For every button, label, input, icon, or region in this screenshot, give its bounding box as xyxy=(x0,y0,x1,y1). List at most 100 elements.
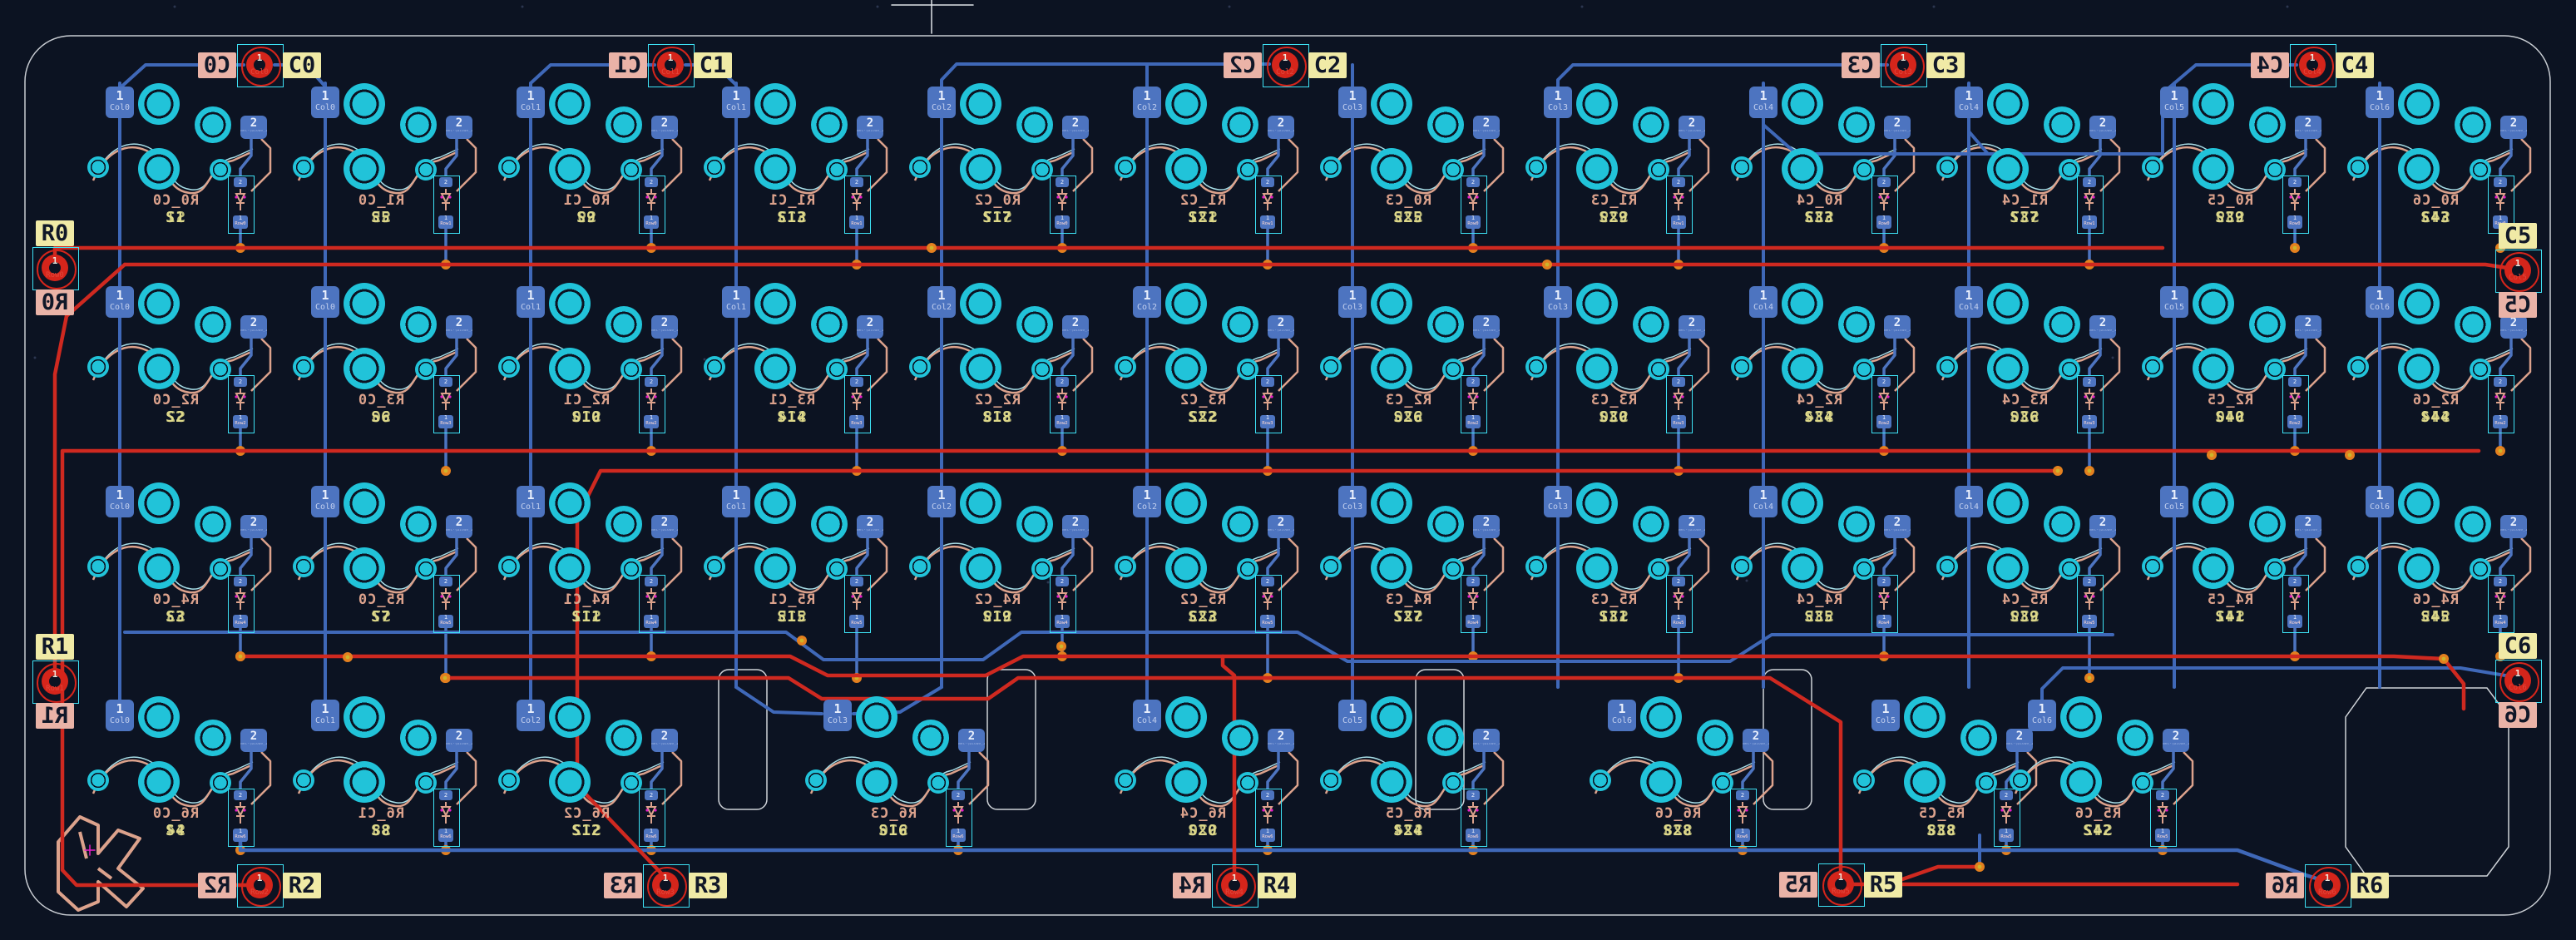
switch-footprint-R5_C4[interactable]: 1 Col4 2 Net-(Diode_1-A) 2 1 Row5 R5_C4 … xyxy=(1919,477,2135,647)
switch-hole[interactable] xyxy=(1838,306,1875,343)
switch-hole[interactable] xyxy=(1222,306,1258,343)
diode-pad-1[interactable]: 1 Row6 xyxy=(1466,829,1481,842)
switch-footprint-R4_C3[interactable]: 1 Col3 2 Net-(Diode_1-A) 2 1 Row4 R4_C3 … xyxy=(1303,477,1519,647)
switch-pad-1[interactable]: 1 Col5 xyxy=(2160,87,2188,118)
switch-hole[interactable] xyxy=(1427,106,1464,143)
switch-footprint-R0_C2[interactable]: 1 Col2 2 Net-(Diode_1-A) 2 1 Row0 R0_C2 … xyxy=(892,77,1108,248)
switch-pad-1[interactable]: 1 Col3 xyxy=(1544,87,1572,118)
switch-hole[interactable] xyxy=(1975,772,1997,794)
diode-pad-2[interactable]: 2 xyxy=(234,790,247,800)
connector-pad[interactable] xyxy=(1216,867,1256,907)
diode-pad-1[interactable]: 1 Row1 xyxy=(1671,215,1686,229)
trace[interactable] xyxy=(1967,63,2298,156)
switch-hole[interactable] xyxy=(1427,306,1464,343)
switch-pad-1[interactable]: 1 Col0 xyxy=(106,486,134,517)
diode-pad-2[interactable]: 2 xyxy=(2288,177,2302,187)
diode-pad-2[interactable]: 2 xyxy=(234,177,247,187)
connector-pad[interactable] xyxy=(2309,867,2349,907)
switch-hole[interactable] xyxy=(1987,348,2029,389)
switch-hole[interactable] xyxy=(2398,547,2440,589)
diode-pad-1[interactable]: 1 Row2 xyxy=(1466,415,1481,428)
trace[interactable] xyxy=(734,685,823,715)
switch-pad-1[interactable]: 1 Col1 xyxy=(517,486,545,517)
switch-hole[interactable] xyxy=(549,348,591,389)
diode-pad-1[interactable]: 1 Row6 xyxy=(951,829,966,842)
switch-hole[interactable] xyxy=(1782,148,1823,190)
switch-pad-2[interactable]: 2 Net-(Diode_1-A) xyxy=(1268,515,1294,538)
connector-pad[interactable] xyxy=(241,47,281,87)
switch-pad-1[interactable]: 1 Col2 xyxy=(517,700,545,731)
switch-hole[interactable] xyxy=(138,482,180,524)
switch-hole[interactable] xyxy=(549,696,591,738)
switch-footprint-R3_C3[interactable]: 1 Col3 2 Net-(Diode_1-A) 2 1 Row3 R3_C3 … xyxy=(1508,277,1724,448)
diode-pad-2[interactable]: 2 xyxy=(2288,377,2302,387)
switch-hole[interactable] xyxy=(210,359,231,380)
switch-hole[interactable] xyxy=(1731,356,1753,378)
switch-hole[interactable] xyxy=(1371,547,1412,589)
switch-hole[interactable] xyxy=(293,556,314,577)
switch-hole[interactable] xyxy=(195,720,231,756)
switch-hole[interactable] xyxy=(2059,159,2080,181)
switch-hole[interactable] xyxy=(2249,306,2286,343)
switch-hole[interactable] xyxy=(2193,283,2234,324)
switch-hole[interactable] xyxy=(1016,306,1053,343)
switch-hole[interactable] xyxy=(2193,482,2234,524)
switch-pad-1[interactable]: 1 Col6 xyxy=(2028,700,2056,731)
diode-pad-2[interactable]: 2 xyxy=(1877,177,1891,187)
switch-hole[interactable] xyxy=(1576,148,1618,190)
diode-pad-2[interactable]: 2 xyxy=(1877,576,1891,586)
switch-hole[interactable] xyxy=(1576,83,1618,125)
switch-hole[interactable] xyxy=(1936,556,1958,577)
switch-hole[interactable] xyxy=(1525,356,1547,378)
switch-footprint-R5_C1[interactable]: 1 Col1 2 Net-(Diode_1-A) 2 1 Row5 R5_C1 … xyxy=(686,477,902,647)
switch-footprint-R2_C1[interactable]: 1 Col1 2 Net-(Diode_1-A) 2 1 Row2 R2_C1 … xyxy=(481,277,697,448)
switch-hole[interactable] xyxy=(2193,348,2234,389)
switch-footprint-R3_C0[interactable]: 1 Col0 2 Net-(Diode_1-A) 2 1 Row3 R3_C0 … xyxy=(275,277,492,448)
diode-pad-2[interactable]: 2 xyxy=(1672,177,1685,187)
switch-hole[interactable] xyxy=(344,348,385,389)
switch-hole[interactable] xyxy=(1371,696,1412,738)
switch-footprint-R1_C4[interactable]: 1 Col4 2 Net-(Diode_1-A) 2 1 Row1 R1_C4 … xyxy=(1919,77,2135,248)
diode-pad-1[interactable]: 1 Row2 xyxy=(2287,415,2302,428)
switch-hole[interactable] xyxy=(2117,720,2153,756)
switch-hole[interactable] xyxy=(1648,359,1669,380)
switch-hole[interactable] xyxy=(1576,283,1618,324)
switch-hole[interactable] xyxy=(2455,306,2491,343)
switch-hole[interactable] xyxy=(1697,720,1733,756)
diode-pad-2[interactable]: 2 xyxy=(1056,177,1069,187)
switch-hole[interactable] xyxy=(1936,156,1958,178)
switch-hole[interactable] xyxy=(606,720,642,756)
diode-pad-2[interactable]: 2 xyxy=(2083,377,2096,387)
switch-hole[interactable] xyxy=(909,556,931,577)
diode-pad-2[interactable]: 2 xyxy=(2494,576,2507,586)
switch-pad-2[interactable]: 2 Net-(Diode_1-A) xyxy=(446,515,472,538)
diode-pad-1[interactable]: 1 Row3 xyxy=(438,415,453,428)
connector-pad[interactable] xyxy=(2499,252,2539,292)
diode-pad-1[interactable]: 1 Row4 xyxy=(2287,615,2302,628)
switch-pad-1[interactable]: 1 Col6 xyxy=(1608,700,1636,731)
switch-pad-1[interactable]: 1 Col4 xyxy=(1133,700,1161,731)
switch-hole[interactable] xyxy=(1853,159,1875,181)
switch-hole[interactable] xyxy=(2455,506,2491,542)
switch-hole[interactable] xyxy=(754,482,796,524)
switch-hole[interactable] xyxy=(1904,696,1946,738)
switch-footprint-R1_C1[interactable]: 1 Col1 2 Net-(Diode_1-A) 2 1 Row1 R1_C1 … xyxy=(686,77,902,248)
switch-footprint-R6_C2[interactable]: 1 Col2 2 Net-(Diode_1-A) 2 1 Row6 R6_C2 … xyxy=(481,690,697,861)
switch-footprint-R4_C0[interactable]: 1 Col0 2 Net-(Diode_1-A) 2 1 Row4 R4_C0 … xyxy=(70,477,286,647)
diode-pad-2[interactable]: 2 xyxy=(850,576,863,586)
switch-hole[interactable] xyxy=(805,769,827,791)
switch-hole[interactable] xyxy=(2193,148,2234,190)
diode-pad-1[interactable]: 1 Row5 xyxy=(1260,615,1275,628)
switch-hole[interactable] xyxy=(344,83,385,125)
switch-hole[interactable] xyxy=(138,348,180,389)
switch-hole[interactable] xyxy=(1237,772,1258,794)
diode-pad-2[interactable]: 2 xyxy=(1466,576,1480,586)
diode-pad-1[interactable]: 1 Row5 xyxy=(1671,615,1686,628)
switch-pad-1[interactable]: 1 Col5 xyxy=(1871,700,1900,731)
switch-hole[interactable] xyxy=(344,696,385,738)
switch-hole[interactable] xyxy=(927,772,949,794)
switch-hole[interactable] xyxy=(1987,148,2029,190)
diode-pad-2[interactable]: 2 xyxy=(2156,790,2169,800)
switch-hole[interactable] xyxy=(2347,156,2369,178)
switch-hole[interactable] xyxy=(1853,769,1875,791)
